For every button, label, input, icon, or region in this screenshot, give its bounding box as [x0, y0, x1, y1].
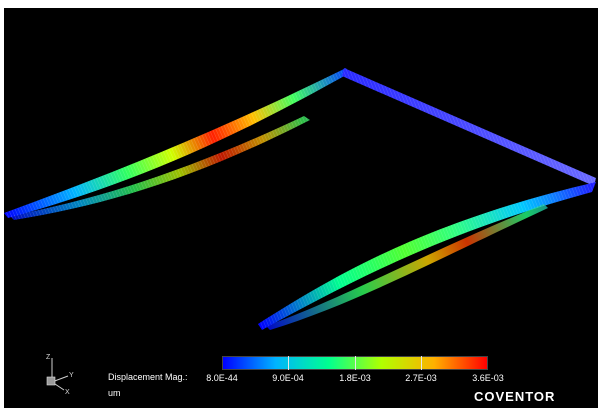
legend-unit: um: [108, 388, 121, 398]
axis-z-label: Z: [46, 354, 51, 361]
axis-y-label: Y: [69, 372, 74, 379]
colorbar-tick-label: 1.8E-03: [339, 373, 371, 383]
colorbar-divider: [288, 356, 289, 370]
colorbar-tick-label: 2.7E-03: [405, 373, 437, 383]
legend-title: Displacement Mag.:: [108, 372, 188, 382]
top-frame-edge: [342, 68, 596, 186]
mesh-scene[interactable]: [4, 8, 598, 408]
viewport-3d[interactable]: Z Y X Displacement Mag.: um 8.0E-44 9.0E…: [4, 8, 598, 408]
colorbar-divider: [421, 356, 422, 370]
right-beam: [258, 182, 596, 330]
colorbar-tick-label: 9.0E-04: [272, 373, 304, 383]
axes-triad-icon: Z Y X: [38, 352, 78, 396]
brand-logo: COVENTOR: [474, 389, 556, 404]
axis-x-label: X: [65, 389, 70, 396]
colorbar-divider: [355, 356, 356, 370]
colorbar-tick-label: 3.6E-03: [472, 373, 504, 383]
left-beam: [4, 68, 348, 220]
colorbar-tick-label: 8.0E-44: [206, 373, 238, 383]
